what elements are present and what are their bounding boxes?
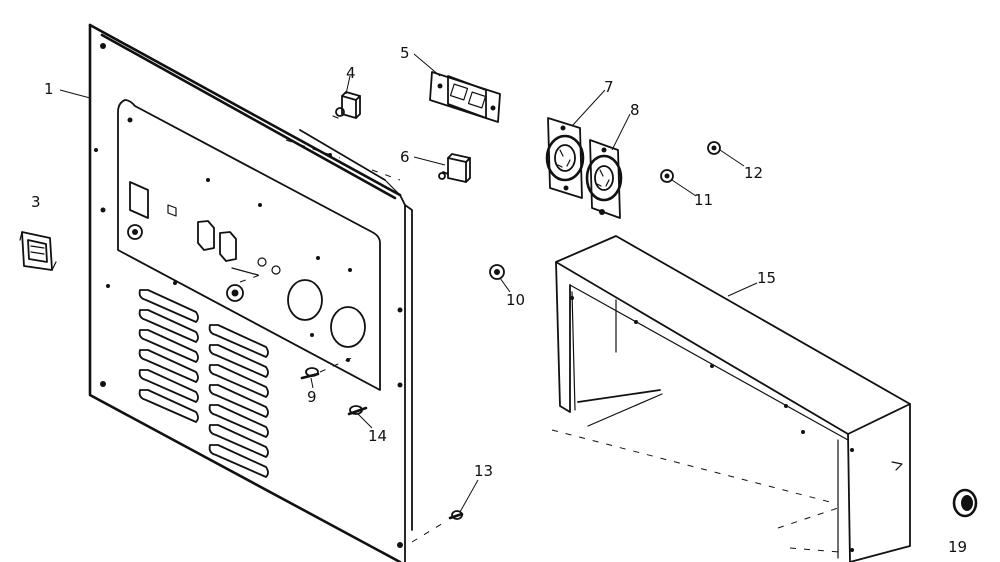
duplex-receptacle-part-5 — [429, 71, 501, 123]
callout-4: 4 — [346, 64, 356, 82]
enclosure-box-part-15 — [551, 235, 911, 562]
screw-part-9 — [300, 367, 320, 380]
nut-part-10 — [489, 264, 505, 280]
callout-5: 5 — [400, 44, 410, 62]
callout-14: 14 — [368, 427, 387, 445]
screw-part-13 — [448, 510, 464, 520]
toggle-switch-part-6 — [438, 153, 471, 183]
callout-10: 10 — [506, 291, 525, 309]
callout-labels: 1 3 4 5 6 7 8 9 10 11 12 13 14 15 19 — [31, 44, 967, 556]
callout-3: 3 — [31, 193, 41, 211]
callout-1: 1 — [44, 80, 54, 98]
callout-11: 11 — [694, 191, 713, 209]
callout-19: 19 — [948, 538, 967, 556]
nut-part-11 — [660, 169, 674, 183]
screw-part-14 — [347, 405, 368, 416]
nut-part-12 — [707, 141, 721, 155]
grommet-part-19 — [952, 488, 978, 518]
leader-lines — [59, 53, 758, 543]
vent-louvers — [138, 289, 269, 478]
callout-8: 8 — [630, 101, 640, 119]
callout-6: 6 — [400, 148, 410, 166]
front-panel — [88, 23, 413, 562]
twist-lock-receptacle-part-8 — [585, 139, 623, 219]
callout-15: 15 — [757, 269, 776, 287]
callout-12: 12 — [744, 164, 763, 182]
callout-7: 7 — [604, 78, 614, 96]
callout-13: 13 — [474, 462, 493, 480]
twist-lock-receptacle-part-7 — [545, 117, 585, 199]
switch-part-3 — [19, 231, 57, 271]
callout-9: 9 — [307, 388, 317, 406]
switch-part-4 — [332, 91, 361, 119]
